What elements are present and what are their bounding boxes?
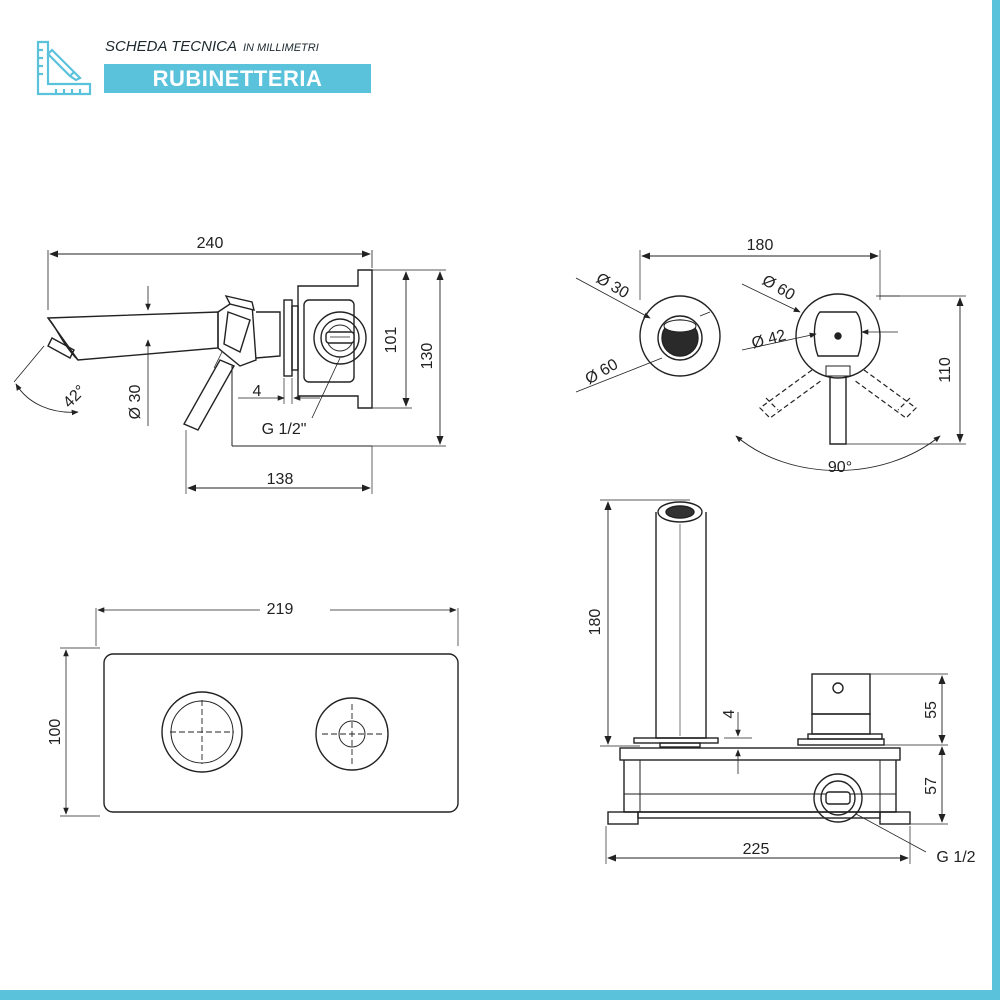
side-depth-label: 138 <box>267 471 294 488</box>
plate-width-label: 219 <box>267 601 294 618</box>
bottom-accent-border <box>0 990 1000 1000</box>
side-length-label: 240 <box>197 235 224 252</box>
side-diameter-label: Ø 30 <box>127 385 144 420</box>
side-offset-label: 4 <box>253 383 262 400</box>
front-gap-label: 4 <box>721 709 738 718</box>
page-title: SCHEDA TECNICA IN MILLIMETRI <box>105 38 319 55</box>
front-thread-label: G 1/2 <box>936 849 975 866</box>
title-text: SCHEDA TECNICA <box>105 38 237 55</box>
category-banner: RUBINETTERIA <box>104 64 371 93</box>
side-height-130-label: 130 <box>419 343 436 370</box>
front-handle-height-label: 55 <box>923 701 940 719</box>
top-diam-60-right-label: Ø 60 <box>759 272 798 304</box>
side-height-101-label: 101 <box>383 327 400 354</box>
front-body-height-label: 57 <box>923 777 940 795</box>
plate-height-label: 100 <box>47 719 64 746</box>
side-angle-label: 42° <box>60 382 89 411</box>
side-view <box>13 250 446 494</box>
top-height-label: 110 <box>937 357 954 383</box>
top-view <box>575 250 966 471</box>
top-diam-60-left-label: Ø 60 <box>582 356 621 388</box>
top-diam-42-label: Ø 42 <box>750 327 788 352</box>
top-width-label: 180 <box>747 237 774 254</box>
subtitle-text: IN MILLIMETRI <box>242 42 319 54</box>
right-accent-border <box>992 0 1000 1000</box>
front-spout-height-label: 180 <box>587 609 604 636</box>
side-thread-label: G 1/2" <box>262 421 307 438</box>
plate-view <box>60 607 459 817</box>
front-view <box>600 499 948 864</box>
ruler-pencil-icon <box>36 40 92 96</box>
front-width-label: 225 <box>743 841 770 858</box>
top-angle-label: 90° <box>828 459 852 476</box>
